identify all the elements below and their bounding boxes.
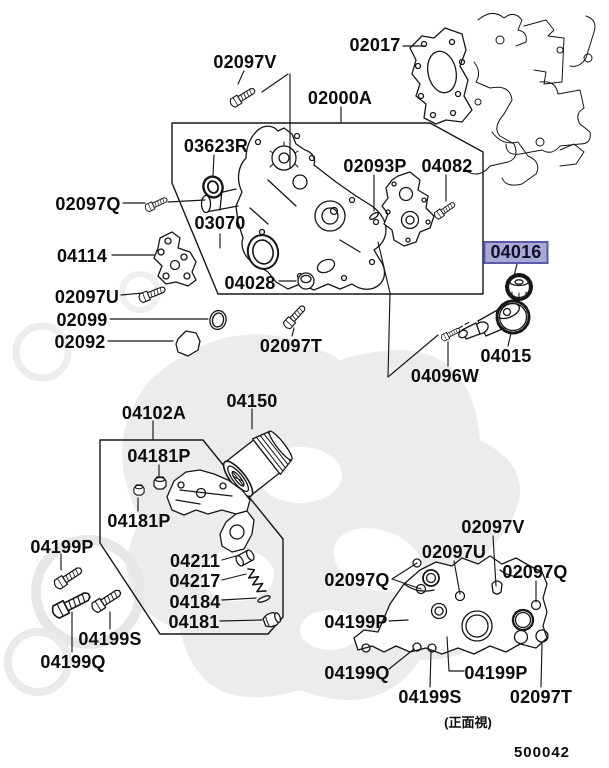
bolt-02097t-mid-drawing [281,303,308,331]
seal-03070-drawing [246,234,280,270]
gasket-02092-drawing [175,330,201,357]
part-label-02097V-top[interactable]: 02097V [213,52,277,72]
assembly-box-02000a [171,122,484,295]
part-label-04015[interactable]: 04015 [480,346,532,366]
part-label-04096W[interactable]: 04096W [410,366,480,386]
part-label-04181P-2[interactable]: 04181P [107,511,171,531]
part-label-02099[interactable]: 02099 [56,310,108,330]
part-label-02092[interactable]: 02092 [54,332,106,352]
part-label-04082[interactable]: 04082 [421,156,473,176]
part-label-02097U-left[interactable]: 02097U [54,287,120,307]
part-label-04199Q-bottom[interactable]: 04199Q [324,663,390,683]
dowel-pin-drawing [369,211,379,221]
part-label-02097Q-bottom-left[interactable]: 02097Q [324,570,390,590]
bolt-02097v-top-drawing [228,85,258,109]
front-case-drawing [200,125,387,291]
bolt-04199p-left-drawing [51,564,85,591]
part-label-04114[interactable]: 04114 [56,246,108,266]
bolt-02097q-left-drawing [143,195,169,213]
part-label-04184[interactable]: 04184 [169,592,221,612]
part-label-02097V-bottom[interactable]: 02097V [461,517,525,537]
part-label-02017[interactable]: 02017 [349,35,401,55]
bolt-04199q-left-drawing [49,588,93,621]
bolt-04096w-drawing [439,326,462,343]
oil-filter-04150-drawing [222,430,293,498]
bolt-02097u-left-drawing [137,283,168,304]
o-ring-02099-drawing [209,309,227,331]
bolt-04199s-left-drawing [89,586,124,615]
part-label-04199S-left[interactable]: 04199S [78,629,142,649]
part-label-02097Q-bottom-right[interactable]: 02097Q [502,562,568,582]
relief-spring-04217-drawing [247,568,267,593]
part-label-04150[interactable]: 04150 [226,391,278,411]
pin-04184-drawing [257,595,271,603]
plug-04181-drawing [262,611,282,628]
part-label-04016-highlighted[interactable]: 04016 [483,241,549,264]
engine-block-silhouette [467,13,596,186]
part-label-04199P-bottom-center[interactable]: 04199P [464,663,528,683]
part-label-04102A[interactable]: 04102A [121,403,187,423]
part-label-04181[interactable]: 04181 [168,612,220,632]
oil-pump-cover-02093p-drawing [369,171,435,247]
view-caption: (正面視) [444,715,492,730]
part-label-04199P-bottom-left[interactable]: 04199P [324,612,388,632]
part-label-03623R[interactable]: 03623R [183,136,249,156]
sprocket-shaft-04015-drawing [458,299,531,340]
part-label-02093P[interactable]: 02093P [343,156,407,176]
part-label-04028[interactable]: 04028 [224,273,276,293]
leader-lines [60,45,543,688]
relief-plunger-04211-drawing [235,549,255,567]
part-label-03070[interactable]: 03070 [194,213,246,233]
drawing-number-label: 500042 [513,744,571,761]
part-label-04217[interactable]: 04217 [169,571,221,591]
part-label-02097T-bottom[interactable]: 02097T [509,687,573,707]
part-label-04211[interactable]: 04211 [169,551,221,571]
part-label-02000A[interactable]: 02000A [307,88,373,108]
bolt-04082-drawing [432,199,458,221]
part-label-04199P-left[interactable]: 04199P [30,537,94,557]
part-label-04181P-1[interactable]: 04181P [127,446,191,466]
bushing-04181p-upper-drawing [153,476,167,490]
part-label-04199Q-left[interactable]: 04199Q [40,652,106,672]
gasket-02017-drawing [409,27,473,125]
part-label-04199S-bottom[interactable]: 04199S [398,687,462,707]
part-label-02097Q-left[interactable]: 02097Q [55,194,121,214]
part-label-02097T-mid[interactable]: 02097T [259,336,323,356]
bushing-04181p-lower-drawing [133,484,145,496]
gear-04016-drawing [505,273,533,301]
seal-03623r-drawing [202,175,224,199]
filter-bracket-drawing [166,469,255,553]
part-label-02097U-bottom[interactable]: 02097U [421,542,487,562]
plug-04028-drawing [297,272,315,290]
gasket-04114-drawing [153,231,197,287]
